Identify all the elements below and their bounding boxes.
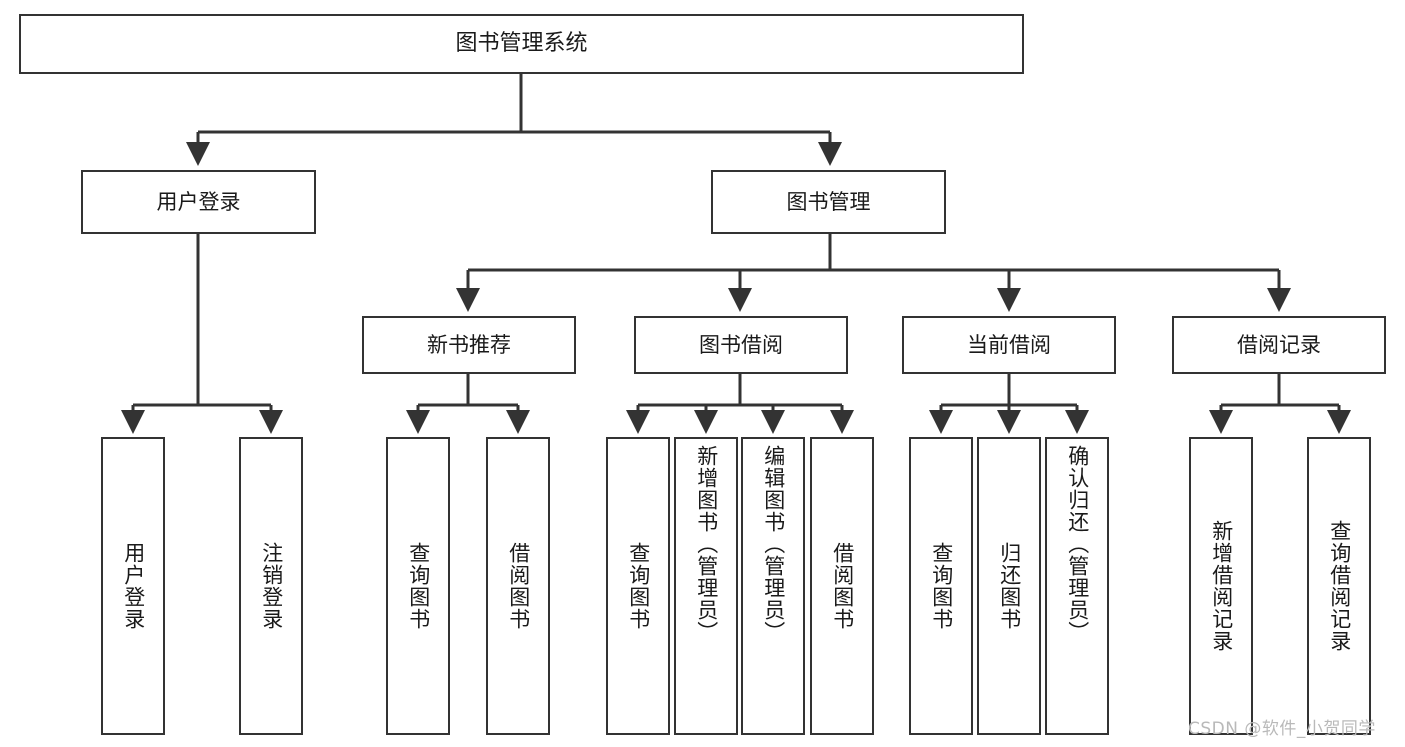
- leaf-confirm-return-label: 确认归还（管理员）: [1065, 445, 1090, 643]
- leaf-query-book-3[interactable]: 查询图书: [909, 437, 973, 735]
- leaf-return-book-label: 归还图书: [997, 542, 1022, 630]
- leaf-borrow-book-1[interactable]: 借阅图书: [486, 437, 550, 735]
- node-root-label: 图书管理系统: [455, 31, 588, 57]
- leaf-borrow-book-1-label: 借阅图书: [506, 542, 531, 630]
- leaf-edit-book-label: 编辑图书（管理员）: [761, 445, 786, 643]
- leaf-confirm-return[interactable]: 确认归还（管理员）: [1045, 437, 1109, 735]
- leaf-query-book-2[interactable]: 查询图书: [606, 437, 670, 735]
- node-book-management-label: 图书管理: [786, 189, 871, 214]
- leaf-query-book-3-label: 查询图书: [929, 542, 954, 630]
- leaf-user-login-label: 用户登录: [121, 542, 146, 630]
- node-new-book-recommend-label: 新书推荐: [427, 332, 511, 357]
- leaf-logout[interactable]: 注销登录: [239, 437, 303, 735]
- node-new-book-recommend[interactable]: 新书推荐: [362, 316, 576, 374]
- leaf-add-book[interactable]: 新增图书（管理员）: [674, 437, 738, 735]
- leaf-query-record-label: 查询借阅记录: [1327, 520, 1352, 652]
- node-current-borrow-label: 当前借阅: [967, 332, 1051, 357]
- node-borrow-record[interactable]: 借阅记录: [1172, 316, 1386, 374]
- node-user-login[interactable]: 用户登录: [81, 170, 316, 234]
- leaf-query-book-1-label: 查询图书: [406, 542, 431, 630]
- leaf-add-record[interactable]: 新增借阅记录: [1189, 437, 1253, 735]
- leaf-user-login[interactable]: 用户登录: [101, 437, 165, 735]
- leaf-add-book-label: 新增图书（管理员）: [694, 445, 719, 643]
- leaf-return-book[interactable]: 归还图书: [977, 437, 1041, 735]
- node-book-borrow[interactable]: 图书借阅: [634, 316, 848, 374]
- leaf-borrow-book-2[interactable]: 借阅图书: [810, 437, 874, 735]
- node-root[interactable]: 图书管理系统: [19, 14, 1024, 74]
- node-user-login-label: 用户登录: [156, 189, 241, 214]
- leaf-edit-book[interactable]: 编辑图书（管理员）: [741, 437, 805, 735]
- node-book-management[interactable]: 图书管理: [711, 170, 946, 234]
- leaf-borrow-book-2-label: 借阅图书: [830, 542, 855, 630]
- node-book-borrow-label: 图书借阅: [699, 332, 783, 357]
- leaf-add-record-label: 新增借阅记录: [1209, 520, 1234, 652]
- leaf-query-record[interactable]: 查询借阅记录: [1307, 437, 1371, 735]
- leaf-logout-label: 注销登录: [259, 542, 284, 630]
- node-borrow-record-label: 借阅记录: [1237, 332, 1321, 357]
- leaf-query-book-2-label: 查询图书: [626, 542, 651, 630]
- leaf-query-book-1[interactable]: 查询图书: [386, 437, 450, 735]
- node-current-borrow[interactable]: 当前借阅: [902, 316, 1116, 374]
- csdn-watermark: CSDN @软件_小贺同学: [1188, 719, 1376, 739]
